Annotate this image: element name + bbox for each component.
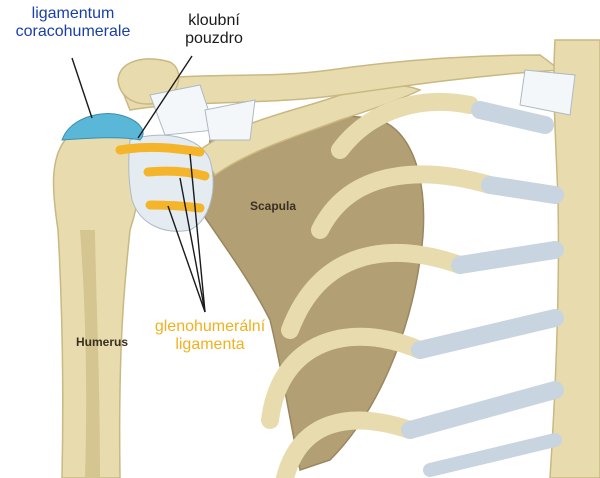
label-humerus: Humerus — [76, 335, 129, 349]
rib-3 — [281, 243, 469, 339]
rib-6-cartilage — [423, 433, 562, 477]
rib-5 — [276, 411, 419, 478]
label-line-1: ligamentum — [31, 5, 115, 22]
pointer-coracohumeral — [71, 57, 93, 119]
rib-2-cartilage — [481, 176, 564, 204]
label-glenohumeralni-ligamenta: glenohumerální ligamenta — [130, 318, 290, 355]
rib-4 — [261, 327, 429, 429]
scapula-spine — [199, 84, 422, 177]
label-line-1: glenohumerální — [154, 318, 266, 335]
rib-4-cartilage — [411, 309, 564, 359]
label-line-2: coracohumerale — [15, 23, 131, 41]
middle-glenohumeral-ligament — [143, 166, 210, 181]
label-ligamentum-coracohumerale: ligamentum coracohumerale — [6, 5, 140, 42]
coracohumeral-ligament — [61, 113, 144, 141]
glenohumeral-ligaments — [115, 142, 210, 213]
pointer-gleno-1 — [167, 205, 206, 313]
rib-5-cartilage — [401, 381, 564, 439]
label-line-2: ligamenta — [175, 336, 245, 354]
rib-1-cartilage — [471, 101, 554, 134]
label-line-1: kloubní — [188, 12, 240, 29]
label-scapula: Scapula — [250, 199, 297, 213]
inferior-glenohumeral-ligament — [145, 200, 205, 213]
rib-2 — [311, 165, 499, 239]
pointer-gleno-3 — [189, 153, 206, 313]
costoclavicular-ligament — [519, 69, 576, 116]
acromioclavicular-ligament — [204, 99, 256, 141]
leader-lines — [71, 55, 206, 313]
ribs — [261, 93, 564, 478]
superior-glenohumeral-ligament — [115, 142, 205, 157]
rib-3-cartilage — [451, 241, 564, 274]
pointer-capsule — [137, 55, 193, 139]
rib-1 — [331, 93, 479, 159]
label-line-2: pouzdro — [185, 30, 243, 48]
pointer-gleno-2 — [179, 177, 206, 313]
label-kloubni-pouzdro: kloubní pouzdro — [168, 12, 260, 49]
humerus-shadow — [80, 230, 100, 478]
clavicular-ligaments — [149, 69, 576, 141]
